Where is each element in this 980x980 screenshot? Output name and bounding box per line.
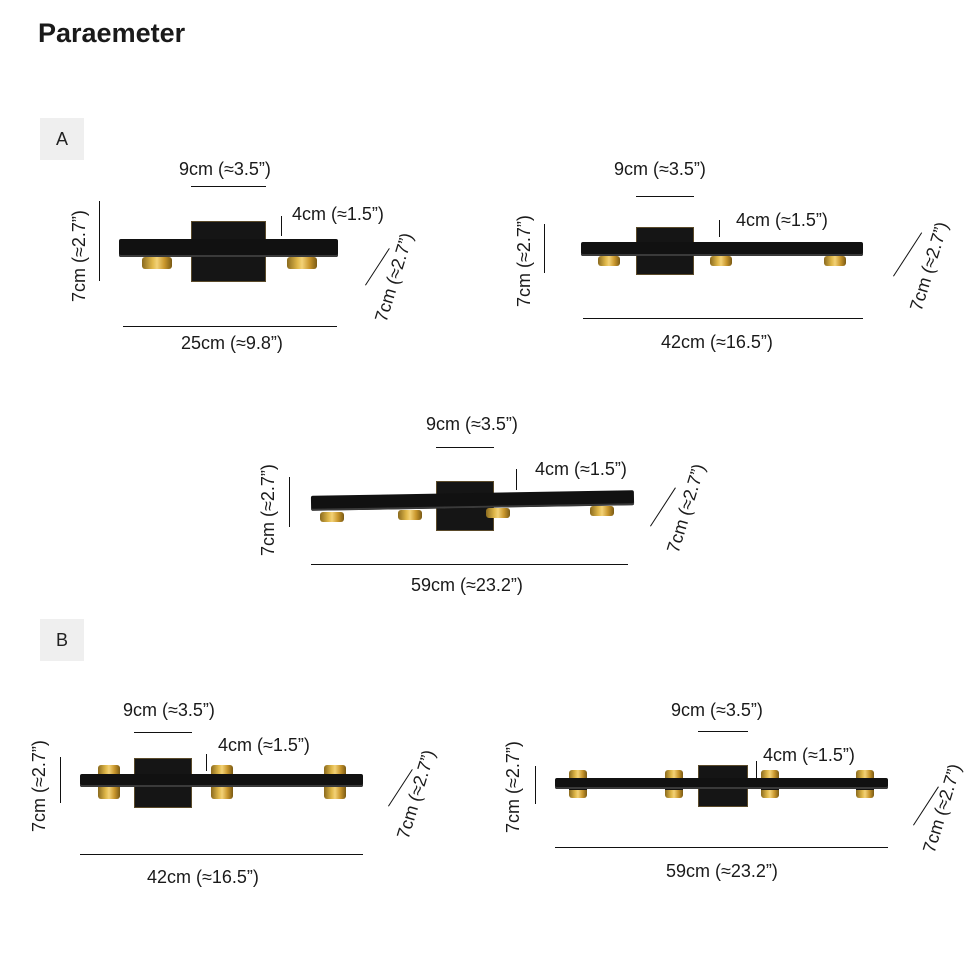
diag-label: 7cm (≈2.7”) — [392, 747, 439, 842]
depth-line — [756, 761, 757, 778]
depth-line — [516, 469, 517, 490]
light-bar — [555, 778, 888, 789]
brass-lamp — [590, 506, 614, 516]
depth-line — [281, 216, 282, 236]
depth-line — [206, 754, 207, 771]
diag-label: 7cm (≈2.7”) — [370, 230, 417, 325]
width-line — [583, 318, 863, 319]
height-label: 7cm (≈2.7”) — [29, 740, 49, 832]
brass-lamp — [598, 256, 620, 266]
width-line — [80, 854, 363, 855]
brass-lamp — [486, 508, 510, 518]
depth-label: 4cm (≈1.5”) — [218, 735, 310, 755]
diag-label: 7cm (≈2.7”) — [905, 219, 952, 314]
brass-lamp — [320, 512, 344, 522]
width-line — [311, 564, 628, 565]
plate-width-line — [636, 196, 694, 197]
brass-lamp — [824, 256, 846, 266]
light-bar — [310, 490, 635, 511]
height-label: 7cm (≈2.7”) — [503, 741, 523, 833]
height-line — [99, 201, 100, 281]
width-label: 25cm (≈9.8”) — [181, 333, 283, 353]
depth-label: 4cm (≈1.5”) — [292, 204, 384, 224]
depth-label: 4cm (≈1.5”) — [736, 210, 828, 230]
width-line — [555, 847, 888, 848]
plate-width-label: 9cm (≈3.5”) — [426, 414, 518, 434]
light-bar — [119, 239, 338, 257]
plate-width-line — [698, 731, 748, 732]
page-title: Paraemeter — [38, 18, 186, 48]
section-b-badge: B — [40, 619, 84, 661]
width-label: 59cm (≈23.2”) — [411, 575, 523, 595]
depth-label: 4cm (≈1.5”) — [763, 745, 855, 765]
height-line — [544, 224, 545, 273]
brass-lamp — [398, 510, 422, 520]
plate-width-label: 9cm (≈3.5”) — [671, 700, 763, 720]
plate-width-line — [191, 186, 266, 187]
depth-line — [719, 220, 720, 237]
light-bar — [80, 774, 363, 787]
depth-label: 4cm (≈1.5”) — [535, 459, 627, 479]
plate-width-label: 9cm (≈3.5”) — [123, 700, 215, 720]
width-label: 42cm (≈16.5”) — [661, 332, 773, 352]
plate-width-label: 9cm (≈3.5”) — [179, 159, 271, 179]
diag-label: 7cm (≈2.7”) — [918, 761, 965, 856]
plate-width-label: 9cm (≈3.5”) — [614, 159, 706, 179]
height-label: 7cm (≈2.7”) — [514, 215, 534, 307]
light-bar — [581, 242, 863, 256]
plate-width-line — [134, 732, 192, 733]
brass-lamp — [142, 257, 172, 269]
height-label: 7cm (≈2.7”) — [258, 464, 278, 556]
width-label: 42cm (≈16.5”) — [147, 867, 259, 887]
height-line — [60, 757, 61, 803]
section-a-badge: A — [40, 118, 84, 160]
width-line — [123, 326, 337, 327]
brass-lamp — [287, 257, 317, 269]
brass-lamp — [710, 256, 732, 266]
plate-width-line — [436, 447, 494, 448]
height-label: 7cm (≈2.7”) — [69, 210, 89, 302]
diag-label: 7cm (≈2.7”) — [662, 461, 709, 556]
width-label: 59cm (≈23.2”) — [666, 861, 778, 881]
height-line — [535, 766, 536, 804]
height-line — [289, 477, 290, 527]
